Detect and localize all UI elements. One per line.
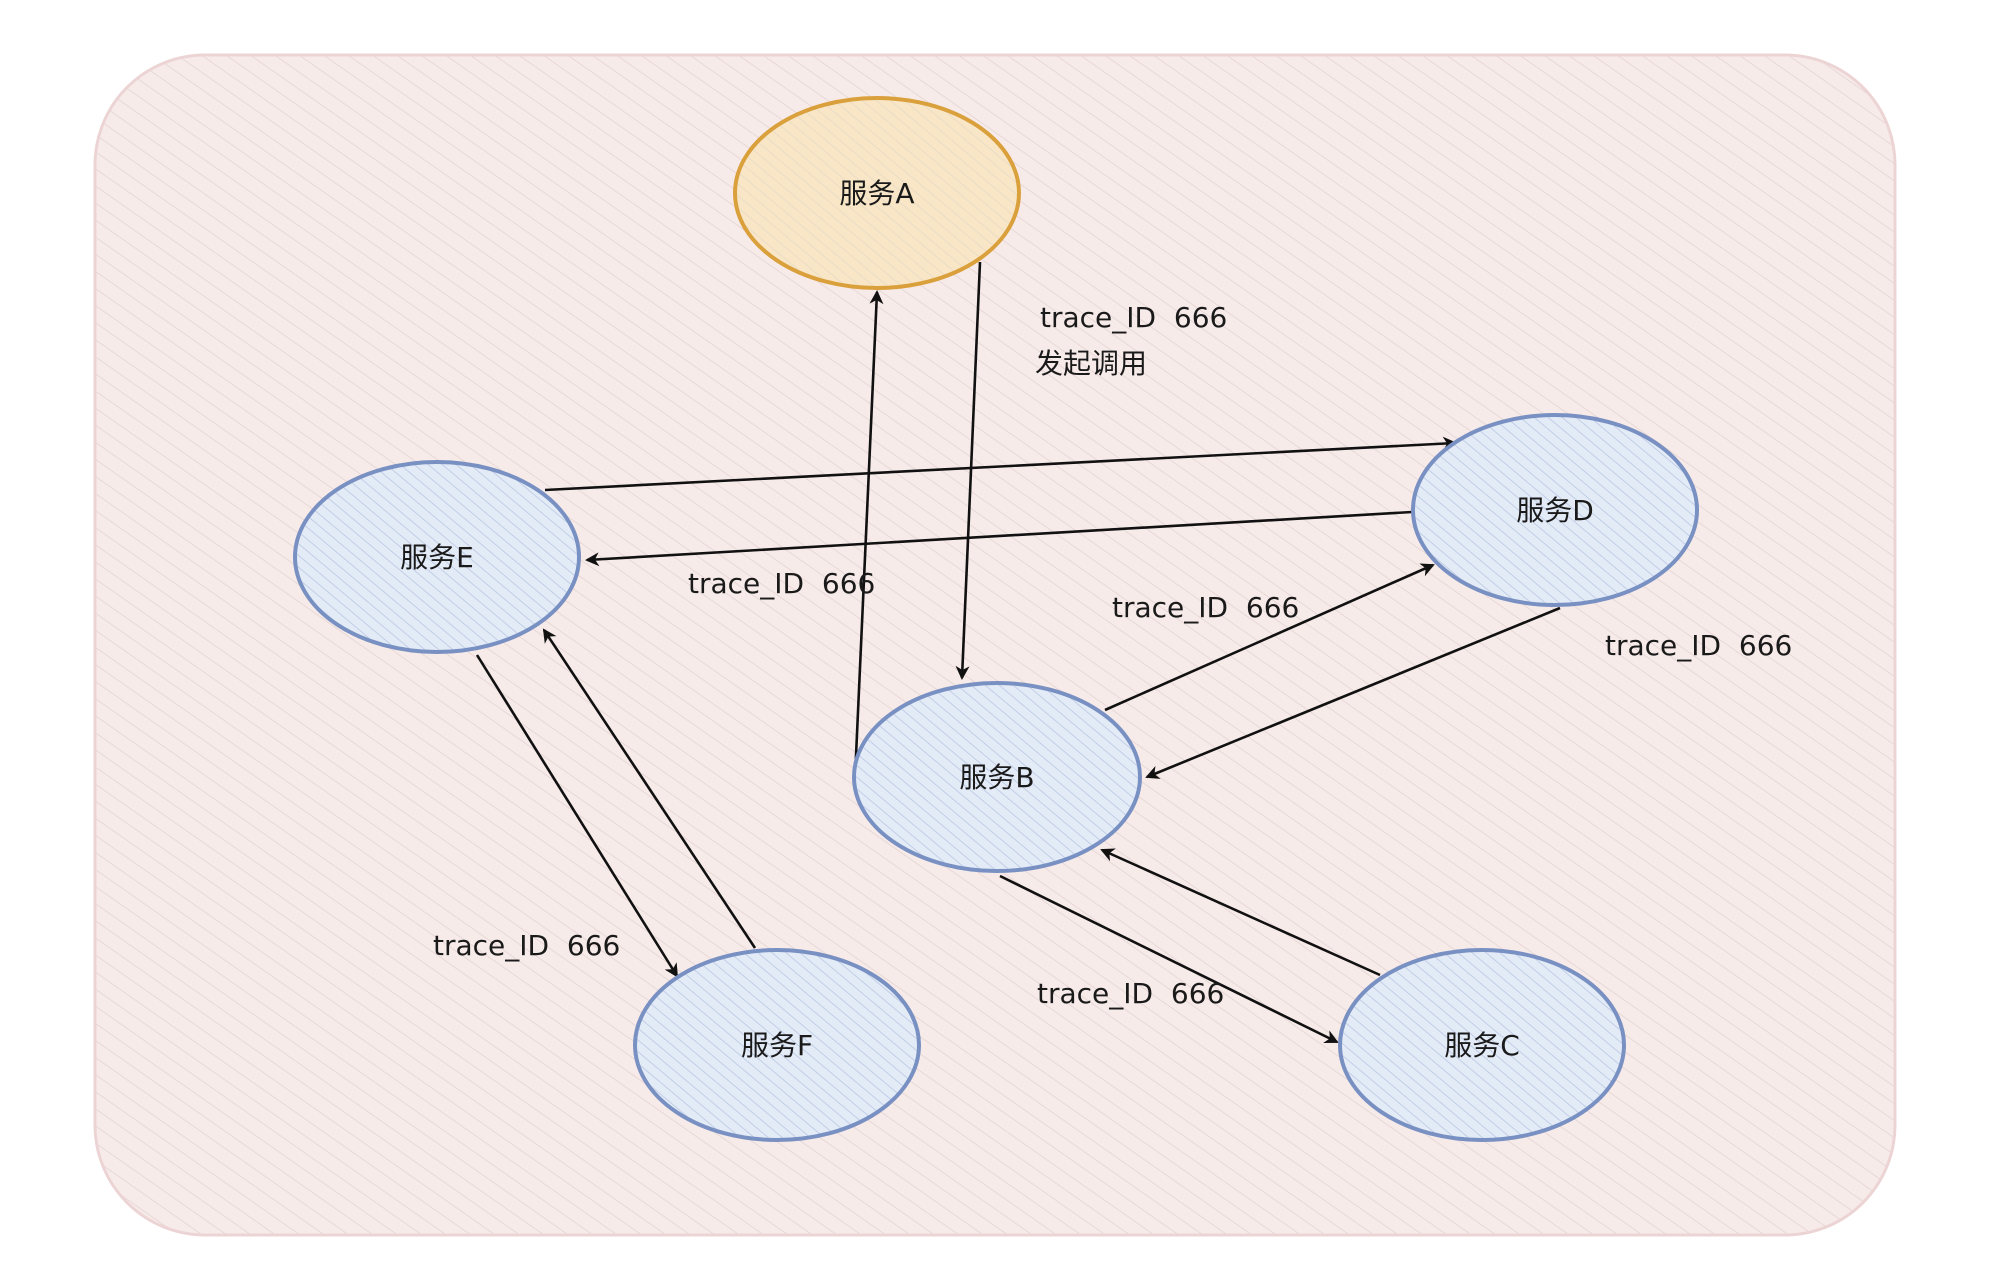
node-service-c[interactable]: 服务C [1338,948,1626,1142]
node-service-e-hatch [297,464,577,650]
node-service-e[interactable]: 服务E [293,460,581,654]
trace-label-d-b: trace_ID 666 [1605,629,1792,662]
node-service-f-label: 服务F [741,1029,813,1062]
background-frame [93,53,1897,1237]
edge-f-to-e [542,628,757,949]
nodes-layer: 服务A 服务B 服务C 服务D 服务E 服务F [293,96,1699,1142]
node-service-b[interactable]: 服务B [852,681,1142,873]
trace-label-b-d: trace_ID 666 [1112,591,1299,624]
node-service-a-hatch [737,100,1017,286]
node-service-b-label: 服务B [959,761,1034,794]
edge-b-to-a [853,290,884,779]
edge-a-to-b [955,261,982,680]
trace-label-e-d: trace_ID 666 [688,567,875,600]
trace-label-e-f: trace_ID 666 [433,929,620,962]
node-service-a[interactable]: 服务A [733,96,1021,290]
node-service-d-label: 服务D [1516,494,1594,527]
background-hatching [95,55,1895,1235]
node-service-d-hatch [1415,417,1695,603]
node-service-c-hatch [1342,952,1622,1138]
node-service-b-hatch [856,685,1138,869]
edge-e-to-d [544,436,1457,492]
node-service-d[interactable]: 服务D [1411,413,1699,607]
edge-b-to-c [999,874,1339,1044]
node-service-f-hatch [637,952,917,1138]
background-border [93,53,1897,1237]
edge-labels-layer: trace_ID 666 发起调用 trace_ID 666 trace_ID … [433,301,1792,1010]
edge-c-to-b [1100,848,1381,977]
trace-label-a-line1: trace_ID 666 [1040,301,1227,334]
edge-d-to-b [1145,606,1561,779]
node-service-e-label: 服务E [400,541,474,574]
trace-label-a-line2: 发起调用 [1035,347,1147,380]
edges-layer [475,261,1561,1044]
edge-e-to-f [475,654,679,978]
node-service-c-label: 服务C [1444,1029,1520,1062]
node-service-a-label: 服务A [839,177,914,210]
node-service-f[interactable]: 服务F [633,948,921,1142]
edge-d-to-e [585,510,1413,567]
trace-label-b-c: trace_ID 666 [1037,977,1224,1010]
edge-b-to-d [1104,563,1435,712]
